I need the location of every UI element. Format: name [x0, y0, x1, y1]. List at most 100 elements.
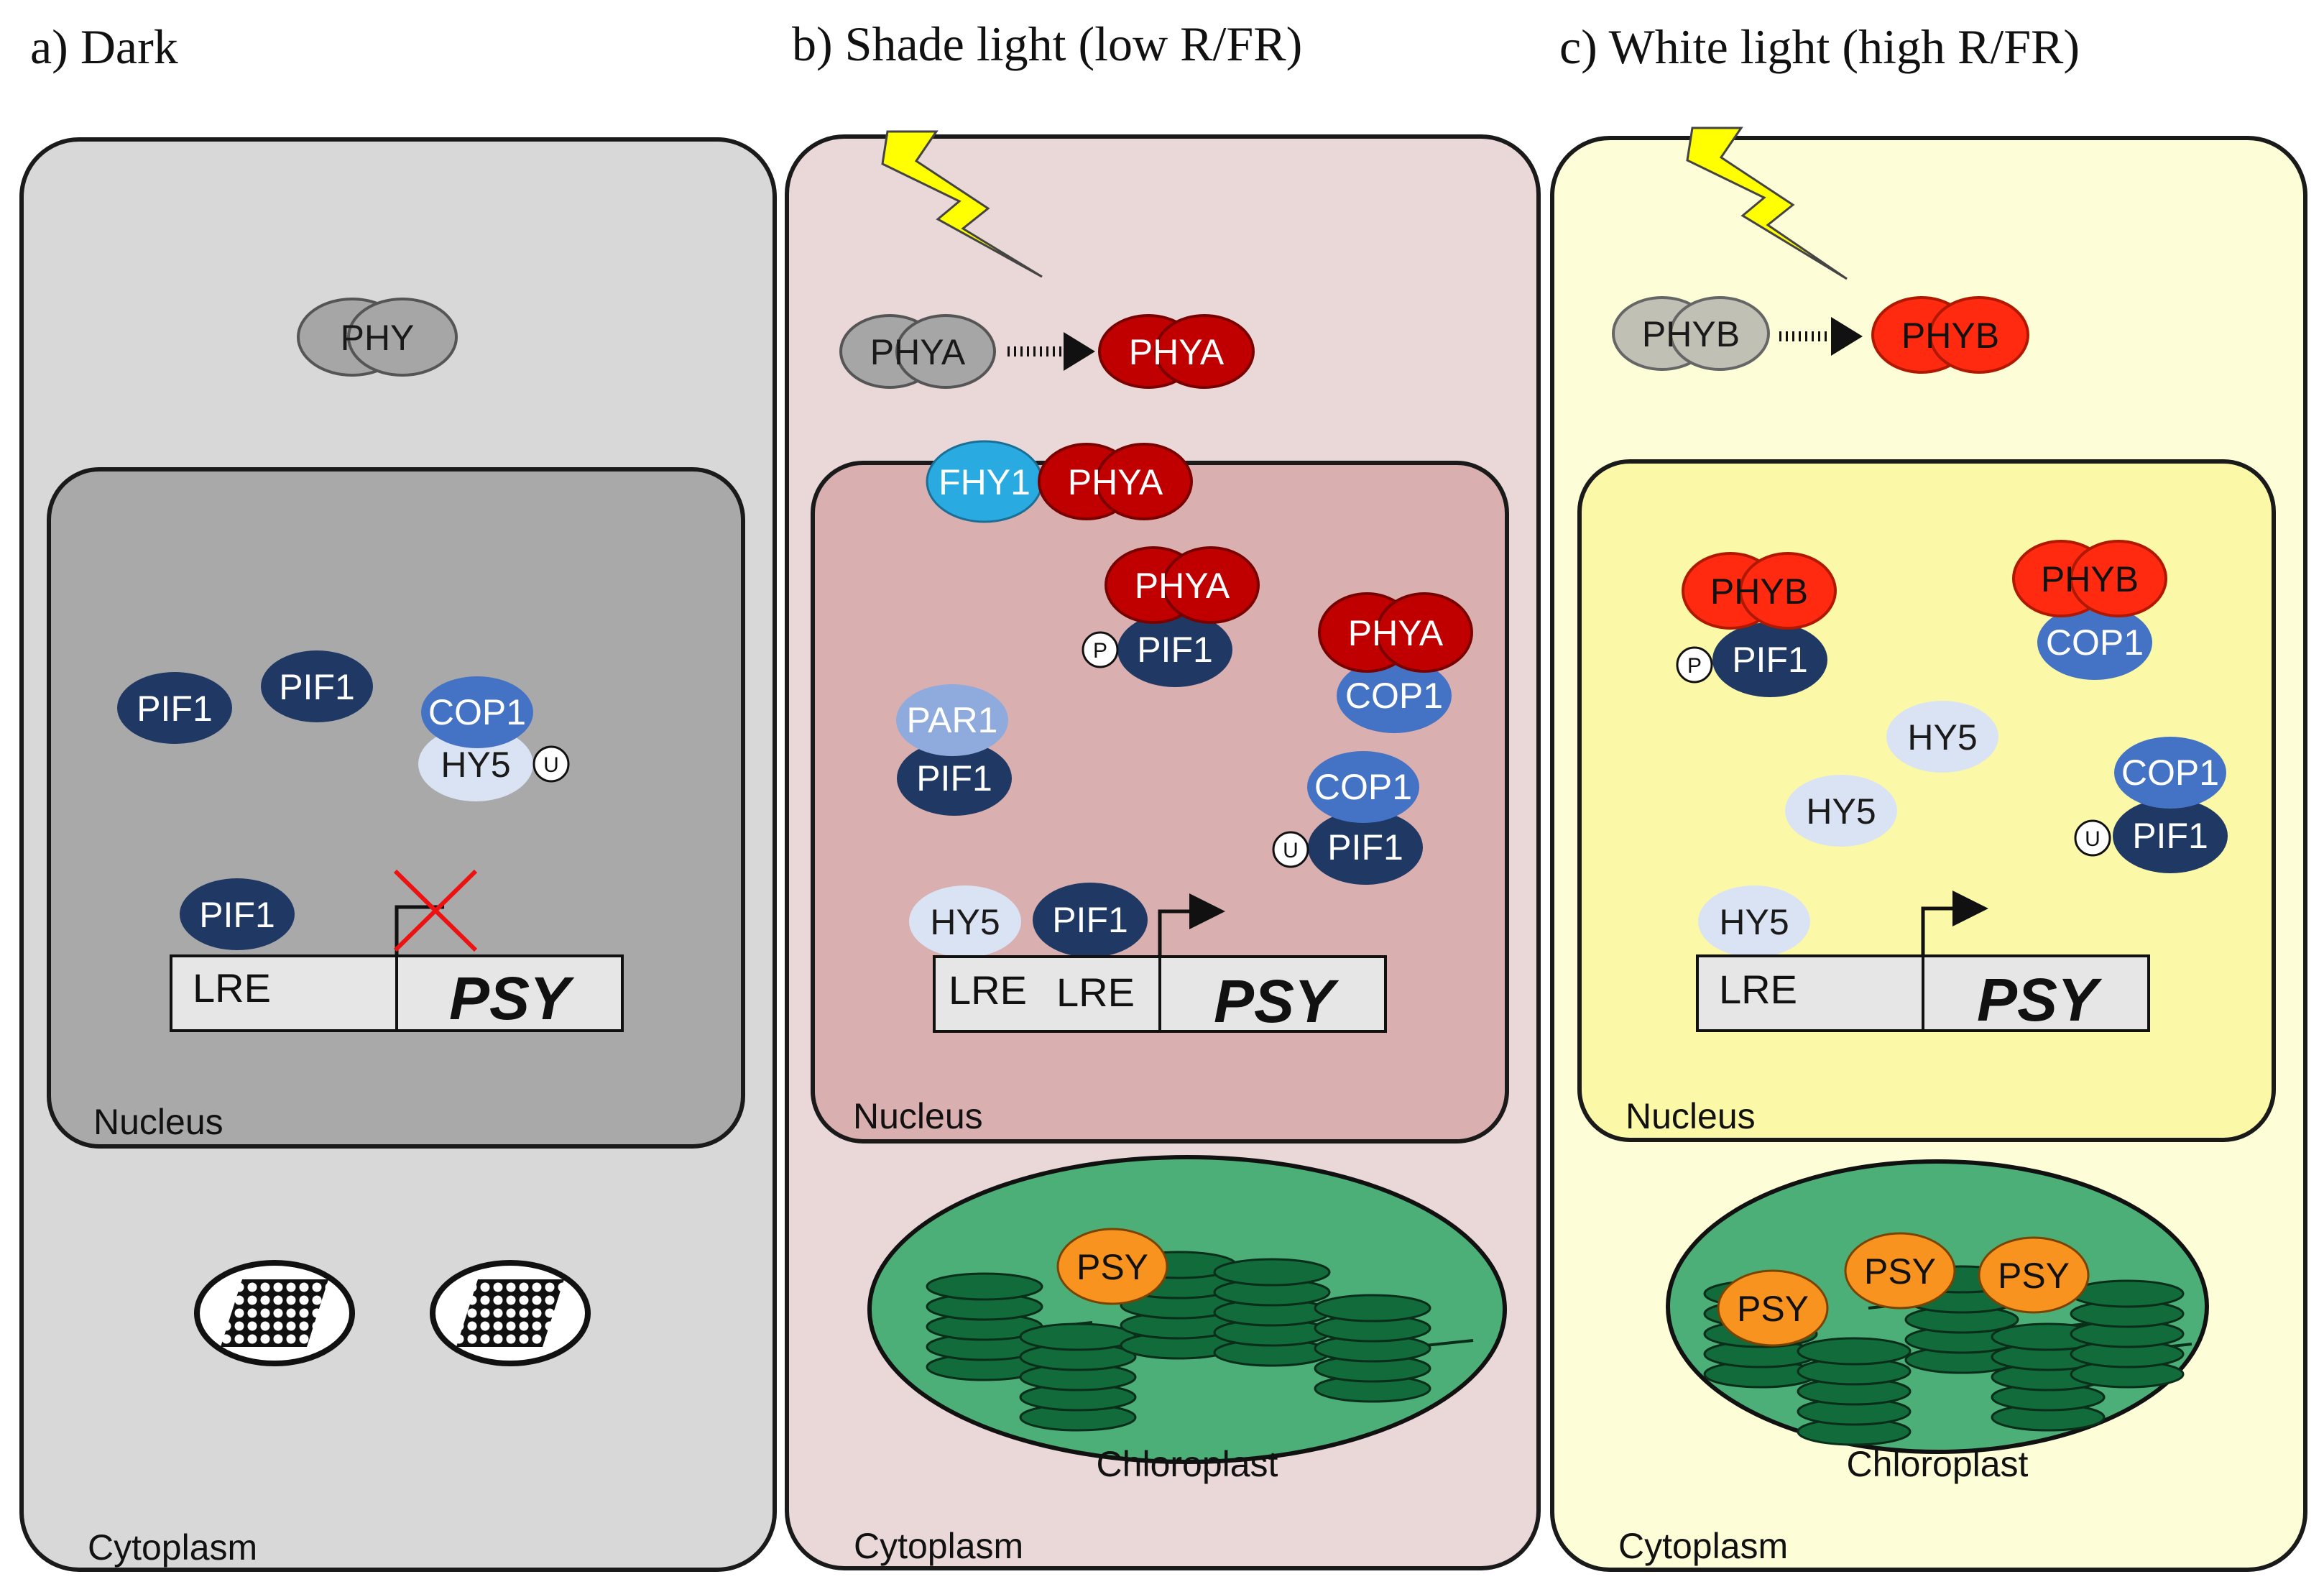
svg-text:PHYB: PHYB — [1901, 316, 1999, 356]
phyb-active-dimer: PHYB — [1871, 296, 2029, 374]
psy-enzyme: PSY — [1056, 1228, 1168, 1305]
nucleus-label: Nucleus — [1626, 1096, 1756, 1136]
par1-pif1-complex: PIF1 PAR1 — [896, 684, 1012, 816]
panel-a-title: a) Dark — [30, 19, 178, 74]
phy-inactive-dimer: PHY — [297, 298, 458, 377]
svg-text:LRE: LRE — [1719, 967, 1797, 1012]
svg-text:PHYA: PHYA — [1068, 462, 1163, 502]
cop1-pif1-complex: PIF1 COP1 U — [1272, 751, 1423, 885]
phyb-inactive-dimer: PHYB — [1612, 296, 1770, 371]
svg-text:PIF1: PIF1 — [1732, 640, 1808, 680]
svg-text:PSY: PSY — [1977, 966, 2103, 1034]
svg-text:U: U — [2085, 827, 2101, 851]
cytoplasm-label: Cytoplasm — [88, 1527, 257, 1568]
psy-gene-construct: HY5 LRE PSY — [1696, 885, 2150, 1034]
svg-text:P: P — [1093, 639, 1107, 663]
svg-text:PHYB: PHYB — [1642, 314, 1740, 354]
lre-box — [170, 954, 398, 1032]
lre-box — [933, 955, 1161, 1033]
ubiquitin-icon — [532, 745, 570, 783]
chloroplast: PSY PSY PSY Chloroplast — [1666, 1159, 2209, 1484]
svg-text:PHYB: PHYB — [2041, 559, 2139, 599]
svg-text:COP1: COP1 — [2121, 753, 2219, 793]
svg-text:PSY: PSY — [1076, 1247, 1148, 1287]
cop1-pif1-complex: PIF1 COP1 U — [2074, 737, 2228, 873]
svg-text:COP1: COP1 — [428, 692, 526, 732]
svg-text:COP1: COP1 — [2046, 622, 2144, 663]
psy-enzyme: PSY — [1978, 1236, 2090, 1314]
psy-gene-box — [1922, 954, 2150, 1032]
phosphate-icon — [1676, 646, 1713, 684]
svg-text:PHYB: PHYB — [1710, 571, 1808, 612]
pif1-protein: PIF1 — [117, 672, 232, 744]
chloroplast: PSY Chloroplast — [867, 1155, 1507, 1484]
nucleus-label: Nucleus — [853, 1096, 983, 1136]
transcription-arrow-icon — [395, 905, 444, 956]
thylakoid-disc — [1797, 1337, 1912, 1366]
svg-text:PHYA: PHYA — [870, 332, 966, 372]
svg-text:PIF1: PIF1 — [137, 689, 213, 729]
svg-text:PHYA: PHYA — [1135, 566, 1230, 606]
svg-text:COP1: COP1 — [1345, 676, 1443, 716]
phyb-pif1-complex: PIF1 PHYB P — [1676, 552, 1837, 697]
svg-text:PHYA: PHYA — [1129, 332, 1225, 372]
phy-label: PHY — [341, 318, 415, 358]
phya-pif1-complex: PIF1 PHYA P — [1082, 546, 1260, 687]
lightning-icon — [1686, 126, 1848, 280]
svg-text:PSY: PSY — [1864, 1251, 1936, 1292]
nucleus-label: Nucleus — [93, 1102, 223, 1142]
panel-c-title: c) White light (high R/FR) — [1559, 19, 2080, 74]
psy-enzyme: PSY — [1844, 1232, 1956, 1310]
hy5-protein: HY5 — [1785, 775, 1897, 847]
svg-text:HY5: HY5 — [1806, 791, 1876, 832]
psy-enzyme: PSY — [1717, 1269, 1829, 1347]
psy-gene-box — [395, 954, 624, 1032]
svg-text:HY5: HY5 — [1719, 902, 1789, 942]
photoconversion-arrow — [1779, 317, 1863, 356]
panel-dark: PHY PIF1 PIF1 COP1 HY5 U PIF1 LRE PS — [19, 137, 777, 1572]
psy-gene-box — [1158, 955, 1387, 1033]
svg-text:U: U — [543, 753, 559, 777]
svg-text:FHY1: FHY1 — [939, 462, 1030, 502]
phya-cop1-complex: COP1 PHYA — [1318, 592, 1473, 733]
thylakoid-disc — [2070, 1279, 2185, 1308]
psy-gene-construct: LRE PSY — [170, 869, 624, 1032]
prolamellar-body-icon — [456, 1279, 564, 1347]
phya-inactive-dimer: PHYA — [839, 314, 996, 389]
phosphate-icon — [1082, 631, 1119, 668]
phya-active-dimer: PHYA — [1098, 314, 1255, 389]
svg-text:PIF1: PIF1 — [199, 895, 275, 935]
thylakoid-disc — [1213, 1258, 1331, 1287]
svg-text:PHYA: PHYA — [1348, 613, 1444, 653]
ubiquitin-icon — [2074, 819, 2111, 857]
svg-text:LRE: LRE — [949, 967, 1027, 1013]
hy5-protein: HY5 — [1886, 701, 1998, 773]
cytoplasm-label: Cytoplasm — [1618, 1526, 1788, 1566]
panel-b-title: b) Shade light (low R/FR) — [792, 17, 1302, 71]
svg-text:LRE: LRE — [193, 965, 271, 1011]
thylakoid-disc — [1019, 1322, 1137, 1351]
pif1-promoter-bound: PIF1 — [180, 878, 295, 950]
panel-white-light: PHYB PHYB PIF1 PHYB P COP1 PHYB — [1550, 126, 2307, 1572]
pif1-protein: PIF1 — [261, 650, 373, 722]
svg-text:HY5: HY5 — [441, 745, 510, 785]
svg-text:PIF1: PIF1 — [916, 758, 992, 799]
inhibition-cross-icon — [393, 869, 478, 952]
svg-text:PIF1: PIF1 — [1137, 630, 1213, 670]
svg-text:HY5: HY5 — [930, 902, 1000, 942]
cytoplasm-label: Cytoplasm — [854, 1526, 1023, 1566]
transcription-arrow-icon — [1158, 893, 1225, 957]
dark-nucleus — [47, 467, 745, 1149]
phyb-cop1-complex: COP1 PHYB — [2012, 540, 2167, 680]
fhy1-phya-complex: FHY1 PHYA — [926, 440, 1193, 523]
svg-text:PIF1: PIF1 — [1327, 827, 1403, 868]
svg-text:PIF1: PIF1 — [279, 667, 355, 707]
svg-text:PAR1: PAR1 — [907, 700, 998, 740]
svg-text:PSY: PSY — [1214, 967, 1339, 1035]
chloroplast-label: Chloroplast — [1097, 1444, 1278, 1484]
etioplast — [194, 1260, 355, 1366]
transcription-arrow-icon — [1921, 891, 1988, 956]
photoconversion-arrow — [1007, 332, 1095, 371]
svg-text:PIF1: PIF1 — [2132, 816, 2208, 856]
svg-text:PIF1: PIF1 — [1052, 900, 1128, 940]
